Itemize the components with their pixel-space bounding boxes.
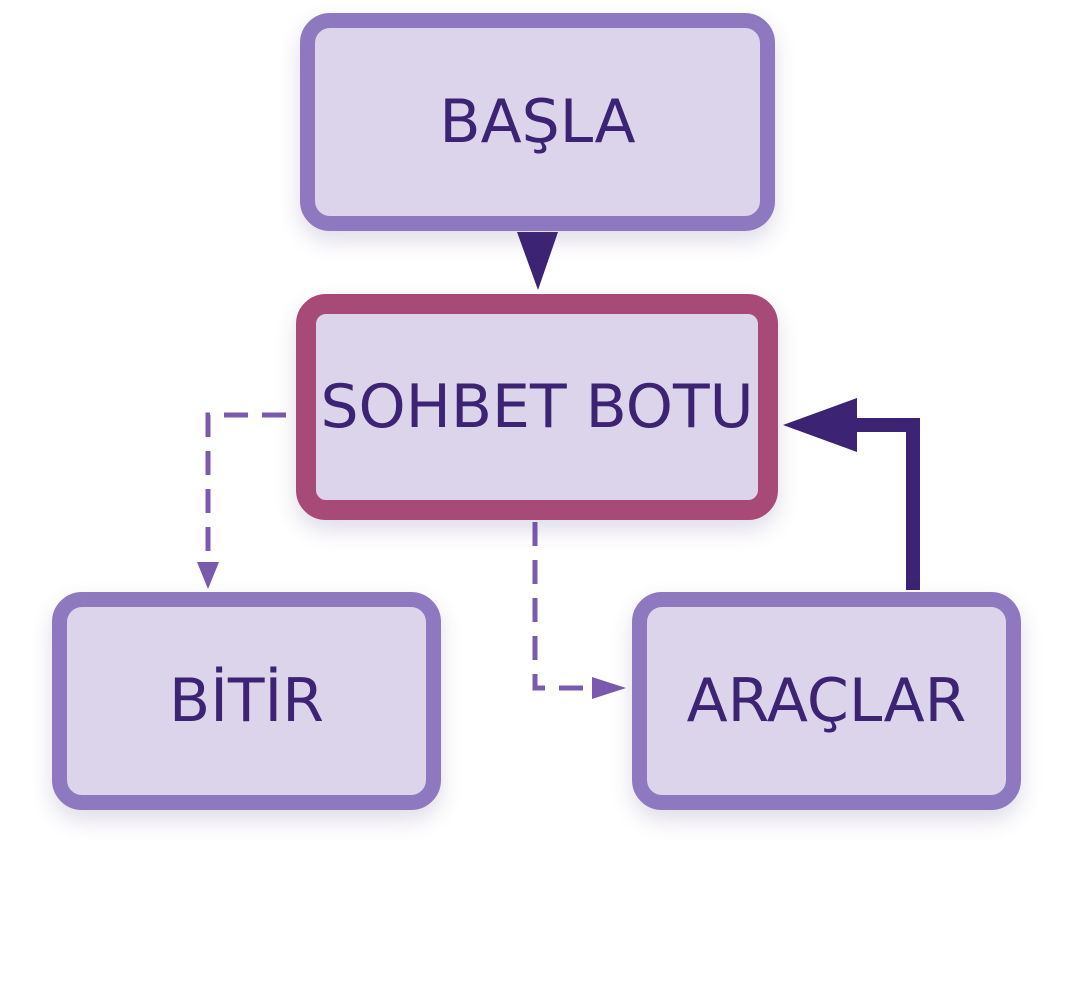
node-start-label: BAŞLA — [439, 87, 636, 157]
node-chatbot-label: SOHBET BOTU — [320, 372, 754, 442]
edge-start-chatbot-arrowhead — [517, 232, 558, 290]
edge-chatbot-tools-line — [532, 522, 598, 691]
node-tools: ARAÇLAR — [632, 592, 1021, 810]
edge-chatbot-end-line — [205, 412, 286, 565]
edge-tools-chatbot-line — [850, 418, 920, 590]
edge-chatbot-tools-arrowhead — [592, 677, 626, 699]
node-end-label: BİTİR — [169, 666, 324, 736]
node-start: BAŞLA — [300, 13, 775, 231]
edge-chatbot-end-arrowhead — [197, 562, 219, 589]
node-end: BİTİR — [52, 592, 441, 810]
node-chatbot: SOHBET BOTU — [296, 294, 778, 520]
node-tools-label: ARAÇLAR — [686, 666, 967, 736]
edge-tools-chatbot-arrowhead — [783, 398, 857, 452]
